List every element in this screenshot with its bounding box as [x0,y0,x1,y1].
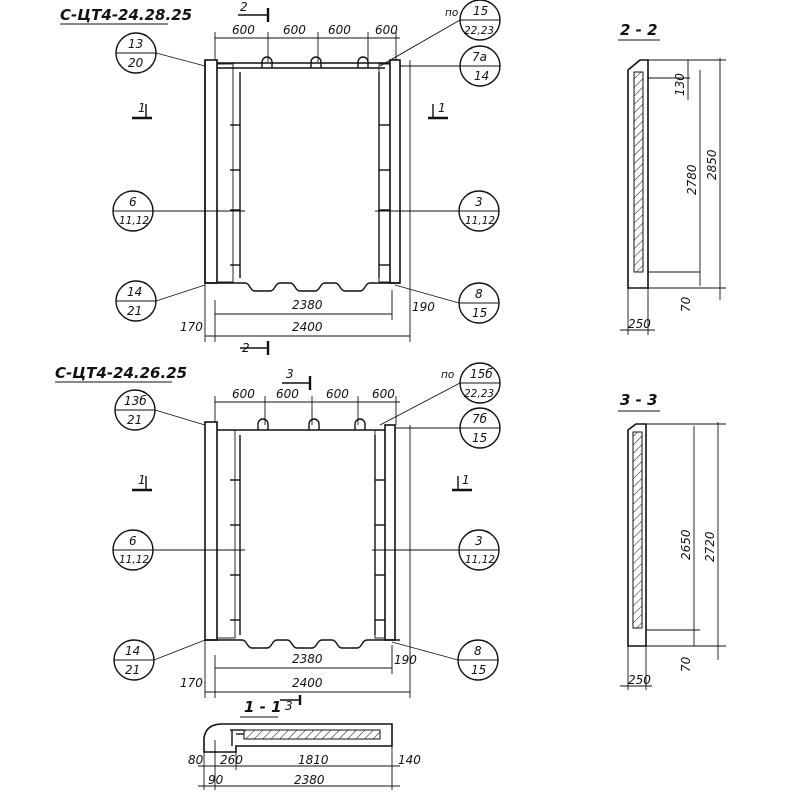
svg-text:11,12: 11,12 [119,215,149,227]
svg-text:8: 8 [475,287,483,301]
panel-top-body [204,56,401,292]
callout-bottom-left: 14 21 [113,639,206,681]
dim-top-4: 600 [375,23,398,37]
section-marker-1-right: 1 [438,101,446,115]
dim-top-4: 600 [372,387,395,401]
svg-text:11,12: 11,12 [465,554,495,566]
dim-130: 130 [673,73,687,96]
dim-right: 190 [412,300,435,314]
svg-text:3: 3 [475,534,483,548]
callout-bottom-left: 14 21 [115,280,206,322]
callout-upper-right: 7а 14 [400,45,501,87]
callout-top-right: по 15 22,23 [379,0,501,67]
dim-top-3: 600 [328,23,351,37]
dim-outer: 2400 [292,676,323,690]
section-marker-1-left: 1 [138,101,146,115]
dim-70: 70 [679,656,693,672]
callout-bottom-right: 8 15 [394,282,500,324]
dim-2720: 2720 [703,531,717,562]
panel-top-title: С-ЦТ4-24.28.25 [60,6,192,24]
section-marker-2-top: 2 [240,0,248,14]
callout-top-left: 13б 21 [114,389,206,431]
dim-250: 250 [628,673,651,687]
dim-80: 80 [188,753,204,767]
svg-text:15б: 15б [470,367,493,381]
dim-left: 170 [180,676,203,690]
svg-text:14: 14 [474,69,489,83]
panel-bottom-body [204,418,400,649]
dim-70: 70 [679,296,693,312]
svg-text:15: 15 [471,663,486,677]
svg-text:по: по [445,7,458,19]
panel-top-bottom-dims: 2380 2400 170 190 [180,283,435,342]
section-marker-3-top: 3 [286,367,294,381]
dim-top-2: 600 [276,387,299,401]
callout-mid-right: 3 11,12 [375,190,500,232]
panel-top-dim-chain: 600 600 600 600 [214,23,400,62]
panel-bottom-bottom-dims: 2380 2400 170 190 [180,640,417,698]
svg-text:11,12: 11,12 [465,215,495,227]
svg-text:22,23: 22,23 [464,25,494,37]
svg-text:по: по [441,369,454,381]
section-marker-1-right: 1 [462,473,470,487]
svg-text:15: 15 [472,306,487,320]
section-marker-3: 3 [285,699,293,713]
dim-top-2: 600 [283,23,306,37]
svg-text:20: 20 [128,56,144,70]
section-2-2: 2 - 2 130 2780 2850 70 250 [618,21,726,335]
section-2-2-title: 2 - 2 [620,21,658,39]
section-marker-1-left: 1 [138,473,146,487]
callout-mid-left: 6 11,12 [112,529,245,571]
dim-2650: 2650 [679,529,693,560]
dim-right: 190 [394,653,417,667]
callout-top-right: по 15б 22,23 [379,362,501,426]
svg-text:21: 21 [127,413,142,427]
svg-text:15: 15 [473,4,488,18]
svg-text:13: 13 [128,37,143,51]
dim-outer: 2400 [292,320,323,334]
section-1-1: 1 - 1 3 80 260 1810 140 90 2380 [188,695,421,790]
svg-text:6: 6 [129,195,137,209]
svg-text:14: 14 [125,644,140,658]
svg-text:21: 21 [127,304,142,318]
section-1-1-title: 1 - 1 [244,698,282,716]
panel-top: С-ЦТ4-24.28.25 600 600 600 600 2 [60,0,501,355]
callout-mid-right: 3 11,12 [372,529,500,571]
dim-140: 140 [398,753,421,767]
svg-text:7а: 7а [472,50,487,64]
svg-text:21: 21 [125,663,140,677]
svg-text:22,23: 22,23 [464,388,494,400]
svg-text:6: 6 [129,534,137,548]
svg-text:11,12: 11,12 [119,554,149,566]
dim-2380: 2380 [294,773,325,787]
panel-bottom-dim-chain: 600 600 600 600 [214,387,400,425]
svg-text:7б: 7б [472,412,488,426]
panel-bottom-title: С-ЦТ4-24.26.25 [55,364,187,382]
svg-text:3: 3 [475,195,483,209]
dim-90: 90 [208,773,224,787]
dim-2850: 2850 [705,149,719,180]
svg-text:15: 15 [472,431,487,445]
dim-top-1: 600 [232,23,255,37]
dim-260: 260 [220,753,243,767]
dim-left: 170 [180,320,203,334]
section-3-3: 3 - 3 2650 2720 70 250 [618,391,726,690]
callout-bottom-right: 8 15 [391,639,499,681]
dim-1810: 1810 [298,753,329,767]
dim-2780: 2780 [685,164,699,195]
dim-top-3: 600 [326,387,349,401]
callout-mid-left: 6 11,12 [112,190,245,232]
callout-top-left: 13 20 [115,32,206,74]
svg-text:13б: 13б [124,394,147,408]
section-3-3-title: 3 - 3 [620,391,658,409]
dim-inner: 2380 [292,298,323,312]
svg-text:14: 14 [127,285,142,299]
dim-inner: 2380 [292,652,323,666]
svg-text:8: 8 [474,644,482,658]
dim-top-1: 600 [232,387,255,401]
panel-bottom: С-ЦТ4-24.26.25 600 600 600 600 3 [55,362,501,698]
dim-250: 250 [628,317,651,331]
callout-upper-right: 7б 15 [395,407,501,449]
